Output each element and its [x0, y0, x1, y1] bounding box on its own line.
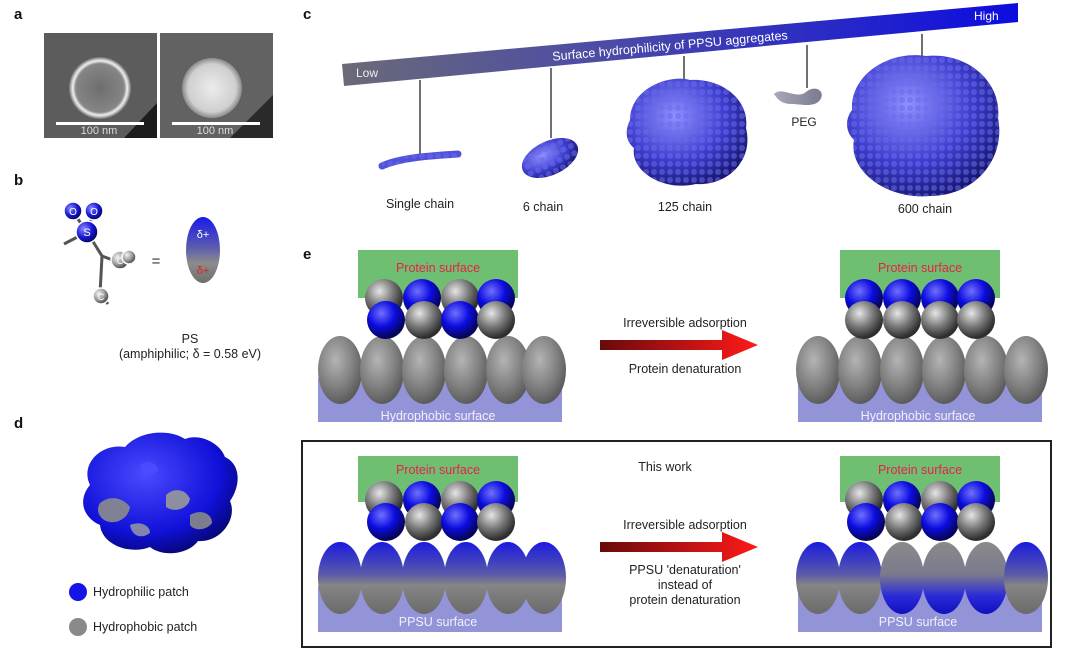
ps-caption-line1: PS	[181, 332, 199, 346]
arrow-top-line1: Irreversible adsorption	[623, 316, 747, 330]
hydrophobic-surface-label-right: Hydrophobic surface	[860, 409, 976, 423]
peg-label: PEG	[791, 115, 816, 129]
ppsu-surface-label-left: PPSU surface	[398, 615, 478, 629]
atom-c1-label: C	[117, 256, 124, 266]
micrograph-right-art	[160, 33, 273, 138]
protein-surface-label-bottom-left: Protein surface	[395, 463, 481, 477]
panel-label-c: c	[303, 6, 312, 23]
legend-hydrophobic-label: Hydrophobic patch	[93, 620, 198, 634]
aggregate-surface-blob	[83, 432, 238, 554]
hydrophilicity-bar	[342, 3, 1018, 86]
hydrophilicity-scale-diagram: Low High Surface hydrophilicity of PPSU …	[342, 3, 1018, 197]
arrow-top-line2: Protein denaturation	[628, 362, 742, 376]
atom-o1-label: O	[69, 207, 77, 218]
arrow-bottom-line2: PPSU 'denaturation'	[629, 563, 741, 577]
adsorption-ppsu-diagram	[318, 456, 1048, 632]
adsorption-hydrophobic-diagram	[318, 250, 1048, 422]
scale-label-right: 100 nm	[196, 125, 234, 137]
arrow-bottom-line1: Irreversible adsorption	[623, 518, 747, 532]
micrograph-left: 100 nm	[44, 33, 157, 138]
ps-molecule-diagram: O O S C C = δ+ δ+	[63, 201, 220, 305]
protein-surface-label-top-right: Protein surface	[877, 261, 963, 275]
scale-label-left: 100 nm	[80, 125, 118, 137]
single-chain-label: Single chain	[385, 197, 455, 211]
legend-hydrophilic-label: Hydrophilic patch	[93, 585, 189, 599]
arrow-top	[600, 330, 758, 360]
six-chain-label: 6 chain	[522, 200, 564, 214]
panel-label-b: b	[14, 172, 24, 189]
scale-bar-right	[172, 122, 260, 125]
bar-high-label: High	[974, 9, 999, 23]
scale-bar-left	[56, 122, 144, 125]
arrow-bottom-line3: instead of	[657, 578, 713, 592]
delta-top-label: δ+	[197, 229, 210, 241]
protein-surface-label-bottom-right: Protein surface	[877, 463, 963, 477]
125-chain-label: 125 chain	[657, 200, 713, 214]
equals-sign: =	[152, 253, 161, 270]
ps-caption-line2: (amphiphilic; δ = 0.58 eV)	[118, 347, 262, 361]
arrow-bottom-line4: protein denaturation	[629, 593, 741, 607]
legend-hydrophilic-swatch	[69, 583, 87, 601]
atom-s-label: S	[83, 227, 90, 239]
dipole-oval	[186, 217, 220, 283]
arrow-bottom	[600, 532, 758, 562]
hydrophobic-surface-label-left: Hydrophobic surface	[380, 409, 496, 423]
atom-o2-label: O	[90, 207, 98, 218]
panel-label-a: a	[14, 6, 23, 23]
600-chain-label: 600 chain	[897, 202, 953, 216]
micrograph-left-art	[44, 33, 157, 138]
this-work-title: This work	[638, 460, 692, 474]
ppsu-surface-label-right: PPSU surface	[878, 615, 958, 629]
micrograph-right: 100 nm	[160, 33, 273, 138]
protein-surface-label-top-left: Protein surface	[395, 261, 481, 275]
bar-low-label: Low	[356, 66, 378, 80]
panel-label-d: d	[14, 415, 24, 432]
legend-hydrophobic-swatch	[69, 618, 87, 636]
panel-label-e: e	[303, 246, 312, 263]
delta-bottom-label: δ+	[197, 265, 210, 277]
atom-c2-label: C	[98, 292, 105, 302]
peg-model	[774, 88, 822, 105]
this-work-frame	[301, 440, 1052, 648]
